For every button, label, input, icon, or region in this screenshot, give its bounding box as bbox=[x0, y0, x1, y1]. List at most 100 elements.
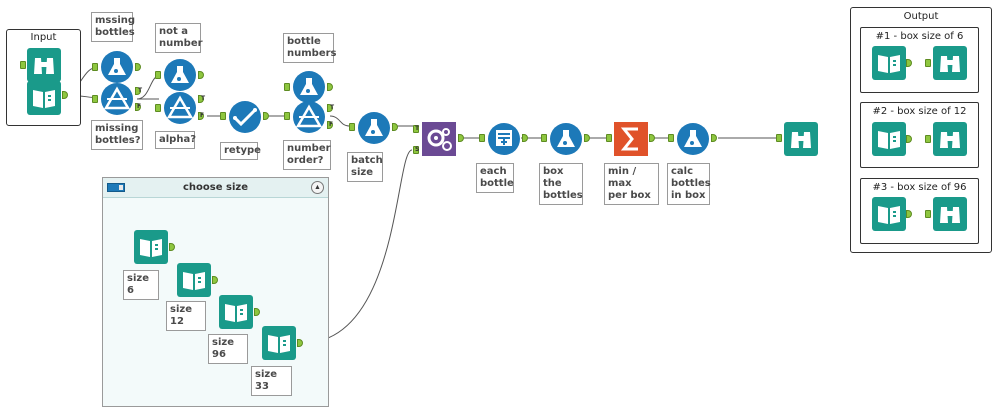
browse-tool-output-1[interactable] bbox=[933, 46, 967, 80]
choose-size-header: choose size ▲ bbox=[103, 178, 328, 198]
input-anchor[interactable] bbox=[776, 134, 782, 142]
output-anchor[interactable] bbox=[198, 71, 204, 79]
collapse-up-icon[interactable]: ▲ bbox=[311, 181, 324, 194]
input-anchor[interactable] bbox=[92, 63, 98, 71]
true-anchor-label: T bbox=[201, 95, 206, 102]
text-input-tool[interactable] bbox=[27, 81, 61, 115]
checkmark-select-icon bbox=[229, 101, 261, 133]
true-input-anchor[interactable] bbox=[413, 125, 419, 133]
output-anchor[interactable] bbox=[649, 134, 655, 142]
true-anchor[interactable] bbox=[135, 87, 141, 95]
browse-tool-final[interactable] bbox=[784, 122, 818, 156]
text-input-tool-size-96[interactable] bbox=[219, 295, 253, 329]
input-anchor[interactable] bbox=[92, 95, 98, 103]
output-subbox-1-title: #1 - box size of 6 bbox=[875, 31, 964, 42]
filter-tool-missing-bottles[interactable] bbox=[100, 82, 134, 116]
flask-icon bbox=[550, 123, 582, 155]
annotation-box-the-bottles: box the bottles bbox=[539, 163, 583, 205]
source-anchor-label: S bbox=[415, 146, 420, 153]
input-anchor[interactable] bbox=[155, 71, 161, 79]
output-anchor[interactable] bbox=[906, 59, 912, 67]
false-anchor[interactable] bbox=[198, 112, 204, 120]
annotation-retype: retype bbox=[220, 142, 261, 160]
output-anchor[interactable] bbox=[254, 308, 260, 316]
annotation-missing-bottles: mssing bottles bbox=[91, 12, 135, 42]
output-anchor[interactable] bbox=[522, 134, 528, 142]
macro-tool[interactable] bbox=[422, 122, 456, 156]
output-anchor[interactable] bbox=[584, 134, 590, 142]
output-anchor[interactable] bbox=[297, 339, 303, 347]
true-anchor[interactable] bbox=[198, 95, 204, 103]
formula-tool-batch-size[interactable] bbox=[357, 111, 391, 145]
annotation-size-96: size 96 bbox=[208, 334, 248, 364]
input-anchor[interactable] bbox=[925, 210, 931, 218]
output-anchor[interactable] bbox=[906, 210, 912, 218]
input-anchor[interactable] bbox=[284, 83, 290, 91]
formula-tool-bottle-numbers[interactable] bbox=[292, 70, 326, 104]
text-input-tool-output-2[interactable] bbox=[872, 122, 906, 156]
text-input-tool-size-12[interactable] bbox=[177, 263, 211, 297]
flask-icon bbox=[164, 59, 196, 91]
container-toggle-icon[interactable] bbox=[107, 183, 125, 192]
binoculars-icon bbox=[933, 46, 967, 80]
output-anchor[interactable] bbox=[392, 123, 398, 131]
false-anchor-label: F bbox=[329, 121, 334, 128]
multirow-tool-each-bottle[interactable] bbox=[487, 122, 521, 156]
sigma-icon bbox=[614, 122, 648, 156]
summarize-tool-min-max[interactable] bbox=[614, 122, 648, 156]
true-anchor[interactable] bbox=[327, 104, 333, 112]
output-container-title: Output bbox=[903, 11, 939, 22]
annotation-size-12: size 12 bbox=[166, 301, 206, 331]
output-anchor[interactable] bbox=[62, 91, 68, 99]
formula-tool-not-a-number[interactable] bbox=[163, 58, 197, 92]
browse-tool-output-2[interactable] bbox=[933, 122, 967, 156]
input-anchor[interactable] bbox=[925, 59, 931, 67]
browse-tool-output-3[interactable] bbox=[933, 197, 967, 231]
text-input-tool-size-33[interactable] bbox=[262, 326, 296, 360]
input-anchor[interactable] bbox=[925, 135, 931, 143]
source-input-anchor[interactable] bbox=[413, 146, 419, 154]
input-anchor[interactable] bbox=[155, 104, 161, 112]
binoculars-icon bbox=[27, 48, 61, 82]
output-anchor[interactable] bbox=[458, 134, 464, 142]
input-anchor[interactable] bbox=[284, 112, 290, 120]
formula-tool-missing-bottles[interactable] bbox=[100, 50, 134, 84]
input-container-title: Input bbox=[30, 32, 57, 43]
input-anchor[interactable] bbox=[606, 134, 612, 142]
output-anchor[interactable] bbox=[263, 112, 269, 120]
input-anchor[interactable] bbox=[479, 134, 485, 142]
text-input-tool-size-6[interactable] bbox=[134, 230, 168, 264]
text-input-tool-output-1[interactable] bbox=[872, 46, 906, 80]
annotation-min-max: min / max per box bbox=[604, 163, 659, 205]
input-anchor[interactable] bbox=[541, 134, 547, 142]
input-anchor[interactable] bbox=[220, 112, 226, 120]
book-icon bbox=[219, 295, 253, 329]
flask-icon bbox=[101, 51, 133, 83]
annotation-alpha: alpha? bbox=[155, 131, 196, 149]
input-anchor[interactable] bbox=[20, 61, 26, 69]
filter-tool-alpha[interactable] bbox=[163, 91, 197, 125]
filter-tool-number-order[interactable] bbox=[292, 100, 326, 134]
annotation-not-a-number: not a number bbox=[155, 23, 203, 53]
formula-tool-box-the-bottles[interactable] bbox=[549, 122, 583, 156]
join-input-anchor[interactable] bbox=[668, 134, 674, 142]
output-anchor[interactable] bbox=[711, 134, 717, 142]
output-anchor[interactable] bbox=[906, 135, 912, 143]
output-anchor[interactable] bbox=[212, 276, 218, 284]
binoculars-icon bbox=[933, 197, 967, 231]
output-anchor[interactable] bbox=[135, 63, 141, 71]
triangle-filter-icon bbox=[101, 83, 133, 115]
book-icon bbox=[872, 46, 906, 80]
input-anchor[interactable] bbox=[349, 123, 355, 131]
text-input-tool-output-3[interactable] bbox=[872, 197, 906, 231]
annotation-number-order: number order? bbox=[283, 140, 331, 170]
false-anchor[interactable] bbox=[135, 103, 141, 111]
browse-tool-input[interactable] bbox=[27, 48, 61, 82]
formula-tool-calc-bottles[interactable] bbox=[676, 122, 710, 156]
false-anchor[interactable] bbox=[327, 121, 333, 129]
select-tool-retype[interactable] bbox=[228, 100, 262, 134]
output-anchor[interactable] bbox=[169, 243, 175, 251]
output-anchor[interactable] bbox=[327, 83, 333, 91]
book-icon bbox=[134, 230, 168, 264]
